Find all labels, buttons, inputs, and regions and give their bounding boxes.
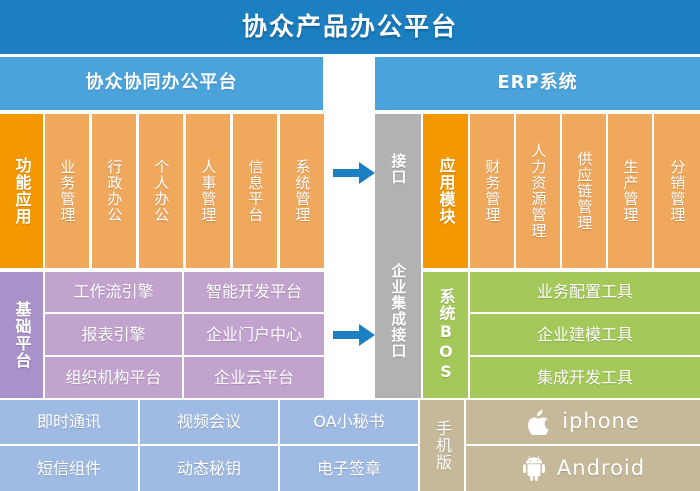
item-platform-4[interactable]: 组织机构平台 [45, 357, 182, 398]
item-mobile-iphone[interactable]: iphone [466, 400, 700, 444]
item-platform-0[interactable]: 工作流引擎 [45, 272, 182, 312]
page-title: 协众产品办公平台 [0, 0, 700, 54]
item-platform-2[interactable]: 报表引擎 [45, 314, 182, 355]
item-component-4[interactable]: 动态秘钥 [140, 446, 278, 491]
android-icon [521, 456, 547, 482]
item-component-5[interactable]: 电子签章 [280, 446, 418, 491]
item-erp-0[interactable]: 财务管理 [470, 114, 514, 268]
item-functional-2[interactable]: 个人办公 [139, 114, 183, 268]
item-component-2[interactable]: OA小秘书 [280, 400, 418, 444]
item-functional-5[interactable]: 系统管理 [280, 114, 324, 268]
label-application-modules: 应用模块 [423, 114, 468, 268]
apple-icon [526, 409, 552, 435]
mobile-label-android: Android [556, 455, 646, 480]
item-erp-3[interactable]: 生产管理 [608, 114, 652, 268]
item-erp-4[interactable]: 分销管理 [654, 114, 700, 268]
arrow-functional-to-erp [333, 162, 375, 184]
interface-label-top: 接口 [389, 153, 408, 185]
item-functional-3[interactable]: 人事管理 [186, 114, 230, 268]
interface-label-bottom: 企业集成接口 [389, 263, 408, 359]
section-header-oa: 协众协同办公平台 [0, 57, 323, 110]
item-bos-1[interactable]: 企业建模工具 [470, 314, 700, 355]
item-component-1[interactable]: 视频会议 [140, 400, 278, 444]
label-mobile-version: 手机版 [420, 400, 464, 491]
interface-column: 接口 企业集成接口 [375, 114, 421, 398]
label-base-platform: 基础平台 [0, 272, 43, 398]
item-functional-0[interactable]: 业务管理 [45, 114, 89, 268]
item-component-0[interactable]: 即时通讯 [0, 400, 138, 444]
item-bos-2[interactable]: 集成开发工具 [470, 357, 700, 398]
item-platform-5[interactable]: 企业云平台 [184, 357, 324, 398]
mobile-label-iphone: iphone [562, 409, 640, 434]
item-mobile-android[interactable]: Android [466, 446, 700, 491]
item-functional-4[interactable]: 信息平台 [233, 114, 277, 268]
item-platform-1[interactable]: 智能开发平台 [184, 272, 324, 312]
section-header-erp: ERP系统 [375, 57, 700, 110]
arrow-platform-to-bos [333, 324, 375, 346]
item-erp-1[interactable]: 人力资源管理 [516, 114, 560, 268]
label-functional-applications: 功能应用 [0, 114, 43, 268]
label-system-bos: 系统BOS [423, 272, 468, 398]
item-functional-1[interactable]: 行政办公 [92, 114, 136, 268]
item-platform-3[interactable]: 企业门户中心 [184, 314, 324, 355]
item-component-3[interactable]: 短信组件 [0, 446, 138, 491]
item-erp-2[interactable]: 供应链管理 [562, 114, 606, 268]
item-bos-0[interactable]: 业务配置工具 [470, 272, 700, 312]
